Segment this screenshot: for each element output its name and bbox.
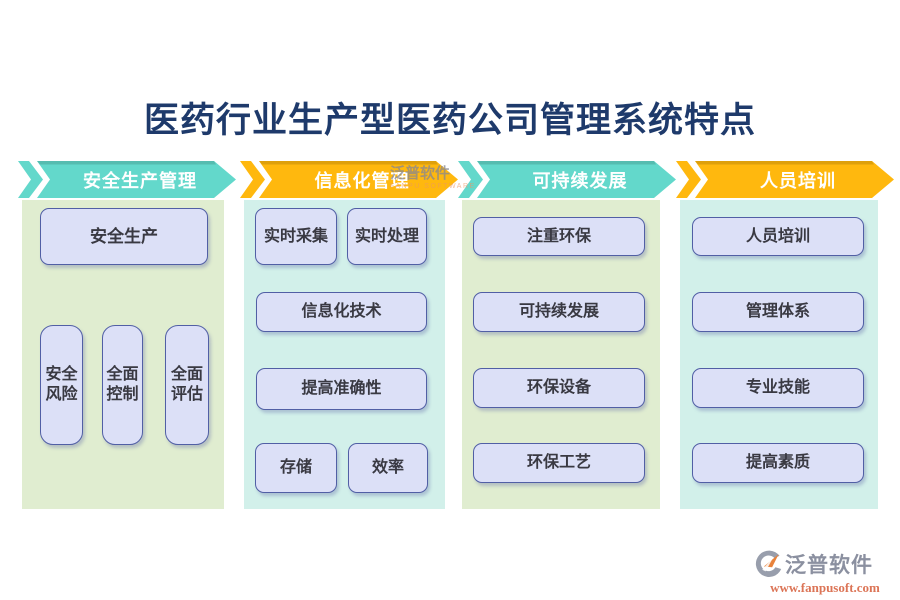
feature-box: 全面评估 [165,325,209,445]
feature-box: 管理体系 [692,292,864,332]
chevron-arrow-shape [240,161,458,198]
feature-box: 专业技能 [692,368,864,408]
feature-box: 环保设备 [473,368,645,408]
chevron-arrow-shape [458,161,676,198]
feature-box: 存储 [255,443,337,493]
feature-box: 效率 [348,443,428,493]
fanpu-logo-icon [755,550,782,577]
feature-box: 安全生产 [40,208,208,265]
feature-box: 可持续发展 [473,292,645,332]
feature-box: 人员培训 [692,217,864,256]
chevron-arrow-shape [18,161,236,198]
feature-box: 信息化技术 [256,292,427,332]
banner-personnel-training: 人员培训 [676,161,894,198]
footer-brand: 泛普软件 www.fanpusoft.com [754,548,896,596]
banner-information-management: 信息化管理 [240,161,458,198]
page-title: 医药行业生产型医药公司管理系统特点 [143,101,756,140]
banner-sustainable-development: 可持续发展 [458,161,676,198]
feature-box: 全面控制 [102,325,143,445]
column-sustainable-development: 注重环保 可持续发展 环保设备 环保工艺 [462,200,660,509]
column-information-management: 实时采集 实时处理 信息化技术 提高准确性 存储 效率 [244,200,445,509]
feature-box: 实时采集 [255,208,337,265]
banner-label: 人员培训 [760,170,836,191]
brand-name: 泛普软件 [785,554,873,577]
feature-box: 提高素质 [692,443,864,483]
feature-box: 实时处理 [347,208,427,265]
feature-box: 环保工艺 [473,443,645,483]
banner-label: 信息化管理 [314,170,410,191]
banner-label: 安全生产管理 [83,170,197,191]
banner-label: 可持续发展 [532,170,628,191]
brand-url: www.fanpusoft.com [770,580,880,595]
feature-box: 提高准确性 [256,368,427,410]
chevron-arrow-shape [676,161,894,198]
feature-box: 注重环保 [473,217,645,256]
banner-safety-production: 安全生产管理 [18,161,236,198]
column-safety-production: 安全生产 安全风险 全面控制 全面评估 [22,200,224,509]
feature-box: 安全风险 [40,325,83,445]
column-personnel-training: 人员培训 管理体系 专业技能 提高素质 [680,200,878,509]
